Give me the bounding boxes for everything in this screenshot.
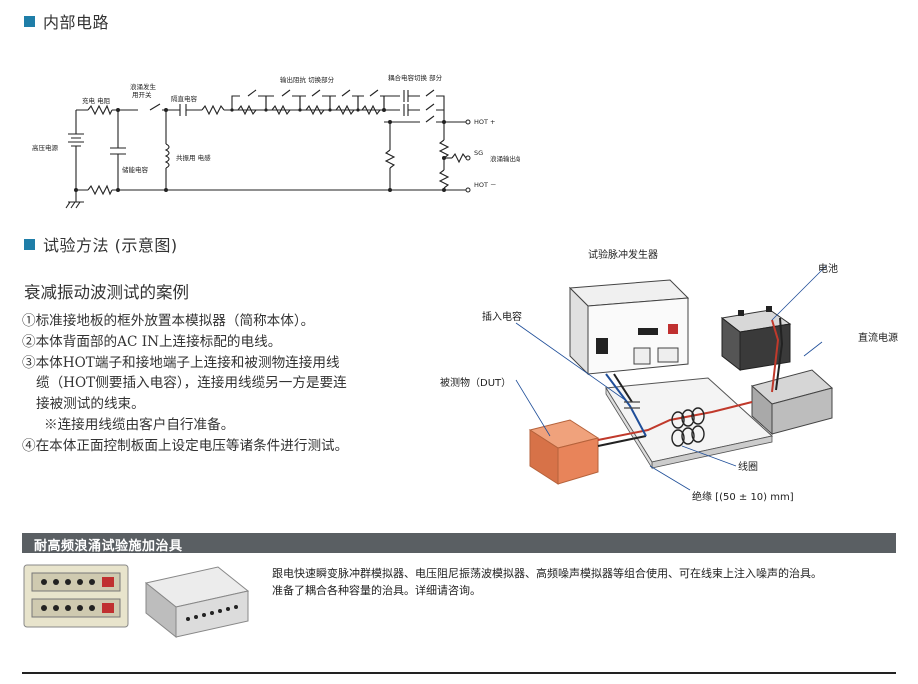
test-steps: ①标准接地板的框外放置本模拟器（简称本体）。 ②本体背面部的AC IN上连接标配… (22, 311, 402, 457)
step-note: ※连接用线缆由客户自行准备。 (44, 416, 235, 433)
fixture-image-2 (144, 566, 250, 639)
label-insert-cap: 插入电容 (482, 310, 522, 323)
fixture-image-1 (23, 564, 129, 628)
label-coupling-cap-switch: 耦合电容切换 部分 (388, 73, 443, 82)
label-surge-switch: 浪涌发生用开关 (130, 82, 157, 99)
section-marker-icon (24, 238, 35, 250)
step-item: ③本体HOT端子和接地端子上连接和被测物连接用线 (22, 354, 340, 371)
label-dut: 被测物（DUT） (440, 376, 511, 389)
label-dc-supply: 直流电源 (858, 331, 898, 344)
bottom-divider (22, 672, 896, 674)
label-battery: 电池 (818, 262, 838, 275)
fixture-banner: 耐高频浪涌试验施加治具 (22, 533, 896, 554)
label-storage-cap: 储能电容 (122, 165, 149, 174)
label-blocking-cap: 隔直电容 (171, 94, 198, 103)
step-item: ①标准接地板的框外放置本模拟器（简称本体）。 (22, 313, 315, 329)
label-sg: SG (474, 149, 483, 157)
fixture-line: 准备了耦合各种容量的治具。详细请咨询。 (272, 584, 481, 597)
step-item: ②本体背面部的AC IN上连接标配的电线。 (22, 333, 282, 350)
internal-circuit-diagram: 高压电源 充电 电阻 浪涌发生用开关 隔直电容 输出阻抗 切换部分 耦合电容切换… (32, 73, 520, 209)
section-marker-icon (24, 15, 35, 27)
section-heading-circuit: 内部电路 (24, 9, 109, 33)
label-common-inductor: 共振用 电感 (176, 153, 211, 162)
case-title: 衰减振动波测试的案例 (24, 283, 189, 302)
section-title: 试验方法 (示意图) (43, 236, 178, 255)
fixture-line: 跟电快速瞬变脉冲群模拟器、电压阻尼振荡波模拟器、高频噪声模拟器等组合使用、可在线… (272, 567, 822, 580)
label-generator: 试验脉冲发生器 (588, 248, 658, 261)
step-item: ④在本体正面控制板面上设定电压等诸条件进行测试。 (22, 437, 349, 454)
label-harness: 线圈 (738, 460, 758, 473)
label-output-imp-switch: 输出阻抗 切换部分 (280, 75, 335, 84)
banner-title: 耐高频浪涌试验施加治具 (34, 539, 183, 554)
label-hot-minus: HOT － (474, 181, 497, 189)
test-setup-diagram: 试验脉冲发生器 电池 直流电源 插入电容 被测物（DUT） 线圈 绝缘 [(50… (440, 248, 898, 503)
label-hot-plus: HOT + (474, 118, 496, 126)
section-title: 内部电路 (43, 13, 110, 32)
section-heading-method: 试验方法 (示意图) (24, 232, 178, 256)
label-insulation: 绝缘 [(50 ± 10) mm] (692, 490, 794, 503)
fixture-description: 跟电快速瞬变脉冲群模拟器、电压阻尼振荡波模拟器、高频噪声模拟器等组合使用、可在线… (272, 565, 822, 599)
step-item: 接被测试的线束。 (36, 396, 145, 413)
step-item: 缆（HOT侧要插入电容），连接用线缆另一方是要连 (36, 375, 347, 392)
label-hv-source: 高压电源 (32, 143, 59, 152)
label-charge-resistor: 充电 电阻 (82, 96, 111, 105)
label-output-terminal: 浪涌输出端 (490, 154, 520, 163)
